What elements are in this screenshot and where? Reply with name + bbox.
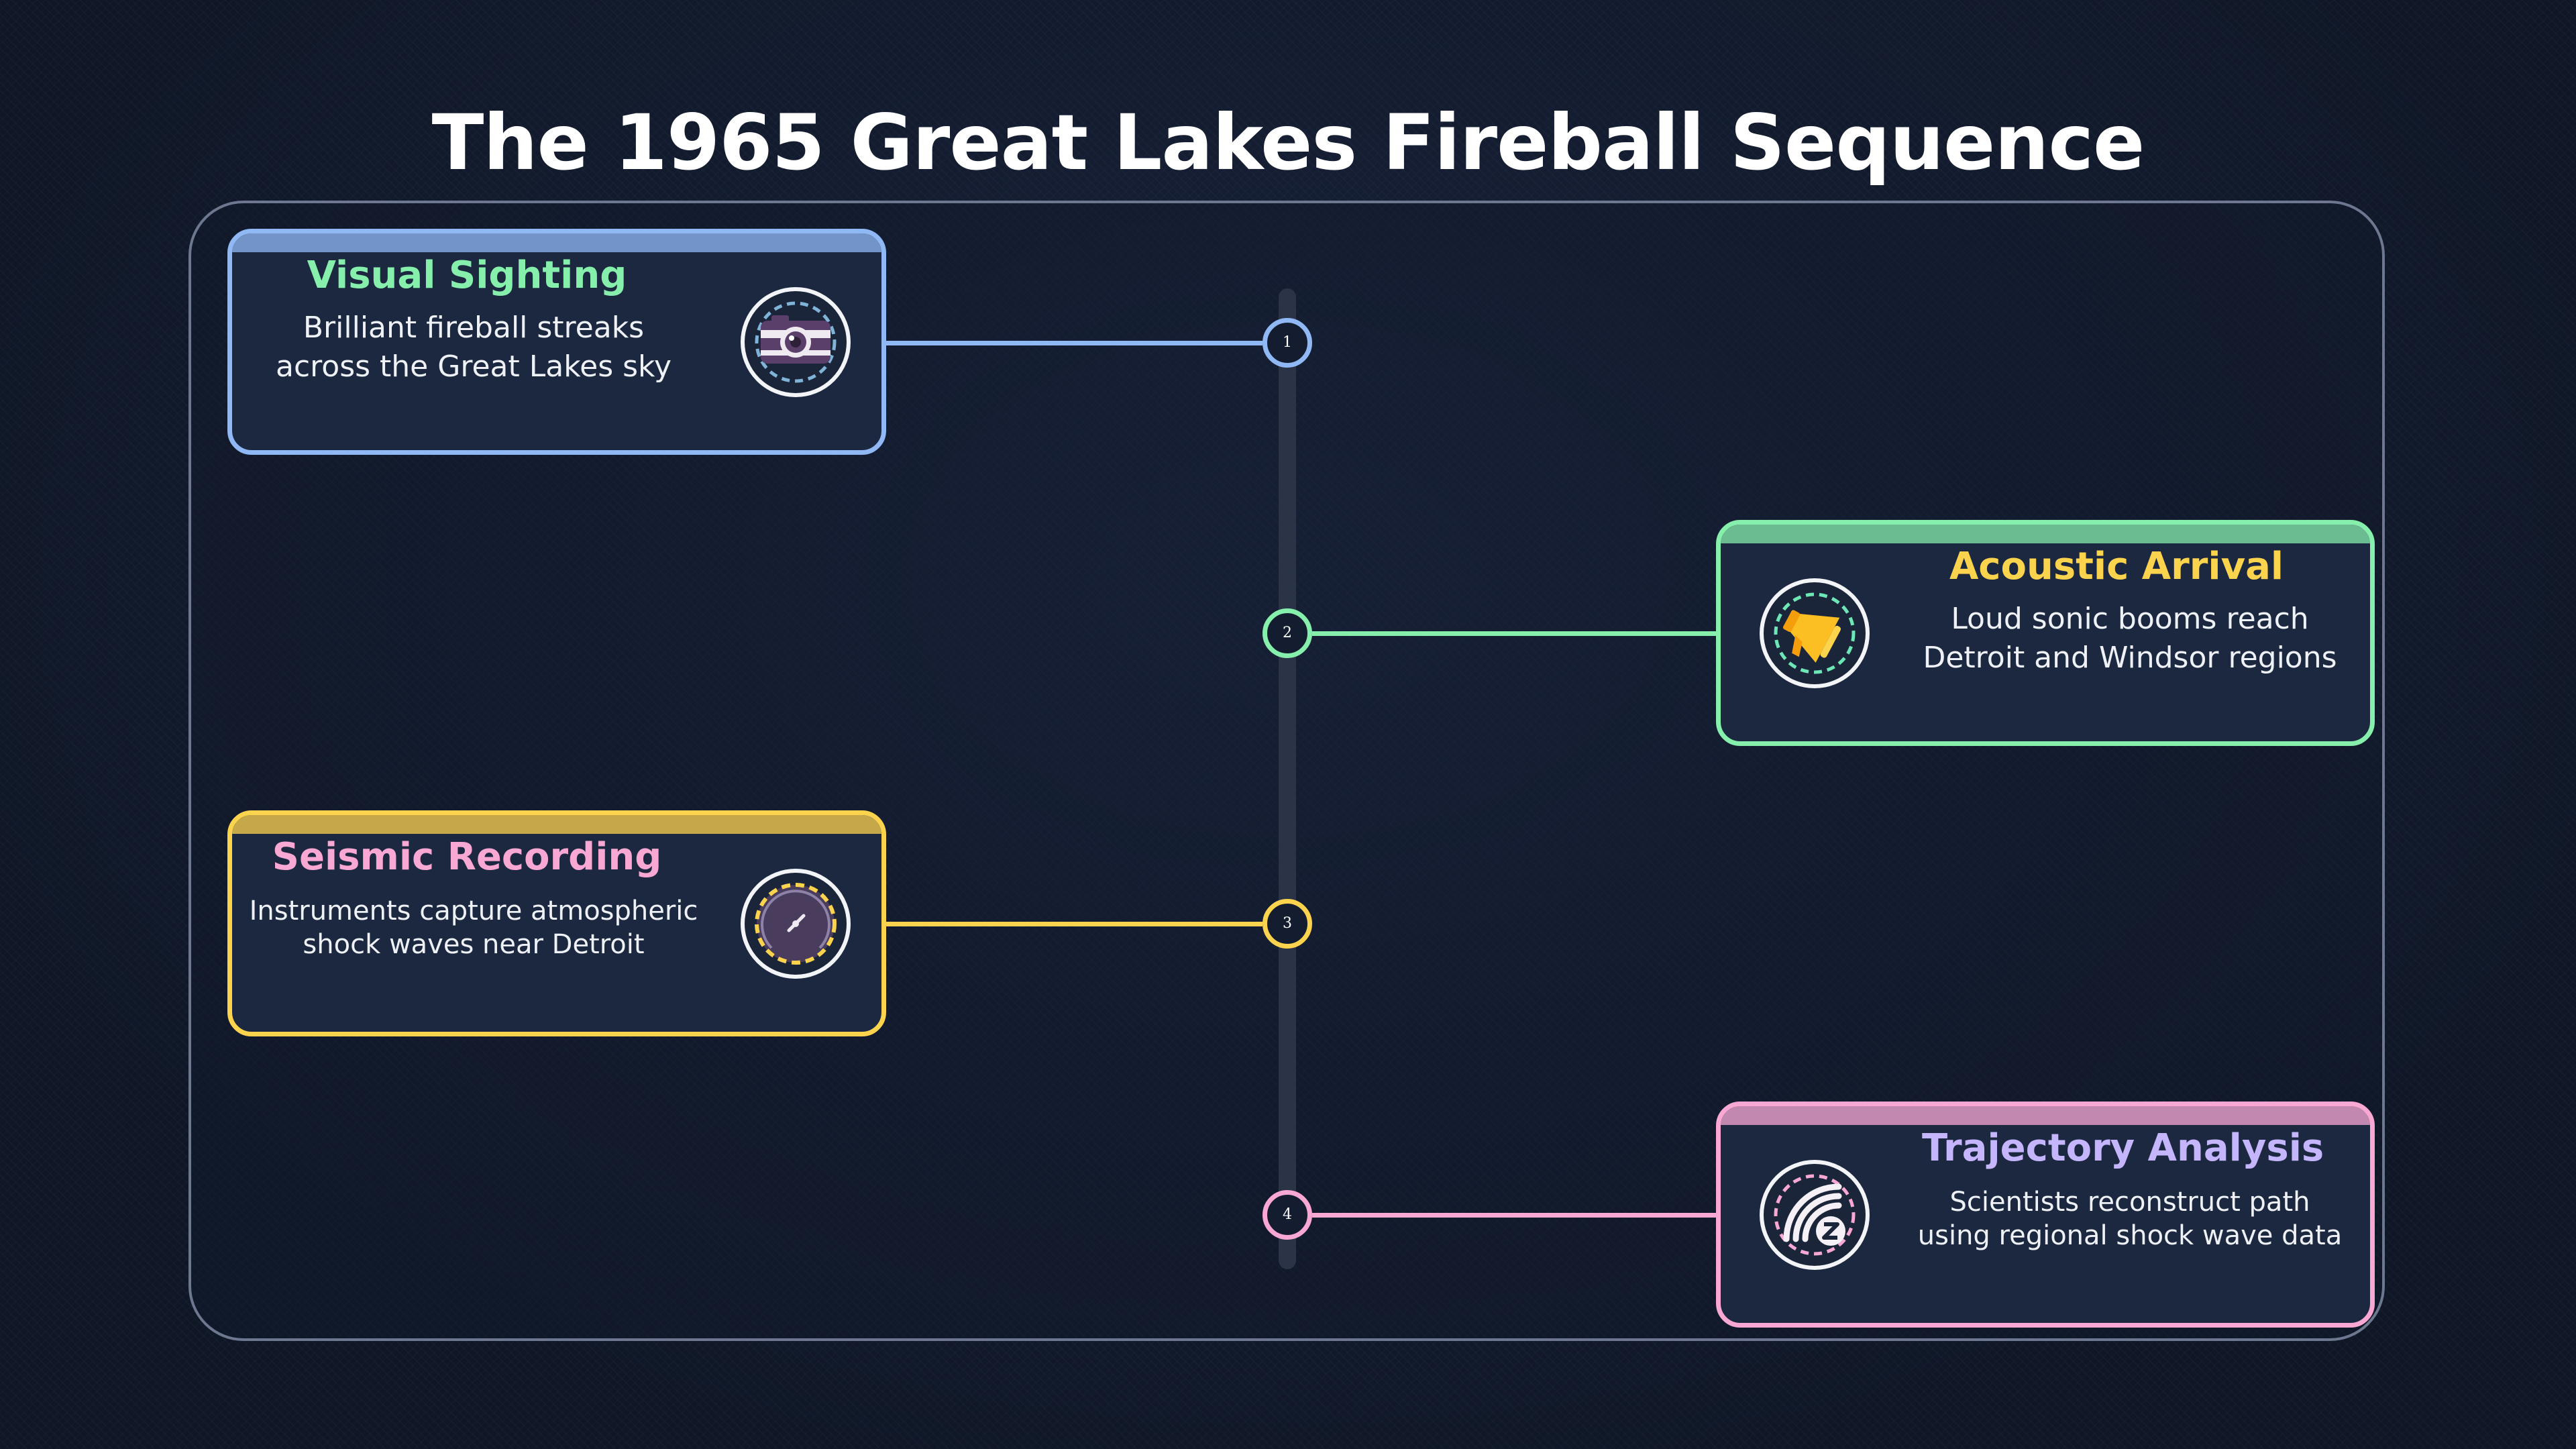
step-2-node: 2	[1263, 608, 1312, 658]
step-title: Trajectory Analysis	[1922, 1126, 2324, 1170]
step-card-trajectory-analysis: Trajectory Analysis Scientists reconstru…	[1716, 1102, 2375, 1328]
step-description: Scientists reconstruct path using region…	[1917, 1187, 2343, 1251]
step-description: Brilliant fireball streaks across the Gr…	[276, 311, 672, 384]
connector-step-4	[1312, 1213, 1716, 1218]
card-header-band	[232, 233, 881, 252]
step-title: Seismic Recording	[272, 835, 662, 879]
camera-icon	[741, 287, 851, 397]
card-header-band	[1721, 1106, 2370, 1125]
connector-step-2	[1312, 631, 1716, 636]
step-3-node: 3	[1263, 899, 1312, 949]
card-header-band	[1721, 525, 2370, 543]
page-title: The 1965 Great Lakes Fireball Sequence	[431, 98, 2145, 187]
step-description: Instruments capture atmospheric shock wa…	[249, 896, 698, 960]
step-title: Visual Sighting	[307, 254, 627, 297]
step-1-node: 1	[1263, 318, 1312, 368]
step-card-acoustic-arrival: Acoustic Arrival Loud sonic booms reach …	[1716, 520, 2375, 746]
step-4-node: 4	[1263, 1190, 1312, 1240]
megaphone-icon	[1760, 578, 1870, 688]
step-card-seismic-recording: Seismic Recording Instruments capture at…	[227, 810, 886, 1036]
connector-step-1	[886, 341, 1263, 345]
step-card-visual-sighting: Visual Sighting Brilliant fireball strea…	[227, 229, 886, 455]
gauge-icon	[741, 869, 851, 979]
step-description: Loud sonic booms reach Detroit and Winds…	[1923, 602, 2337, 675]
step-title: Acoustic Arrival	[1949, 545, 2284, 588]
timeline-axis	[1279, 288, 1296, 1269]
connector-step-3	[886, 922, 1263, 926]
card-header-band	[232, 815, 881, 834]
signal-wave-icon	[1760, 1160, 1870, 1270]
